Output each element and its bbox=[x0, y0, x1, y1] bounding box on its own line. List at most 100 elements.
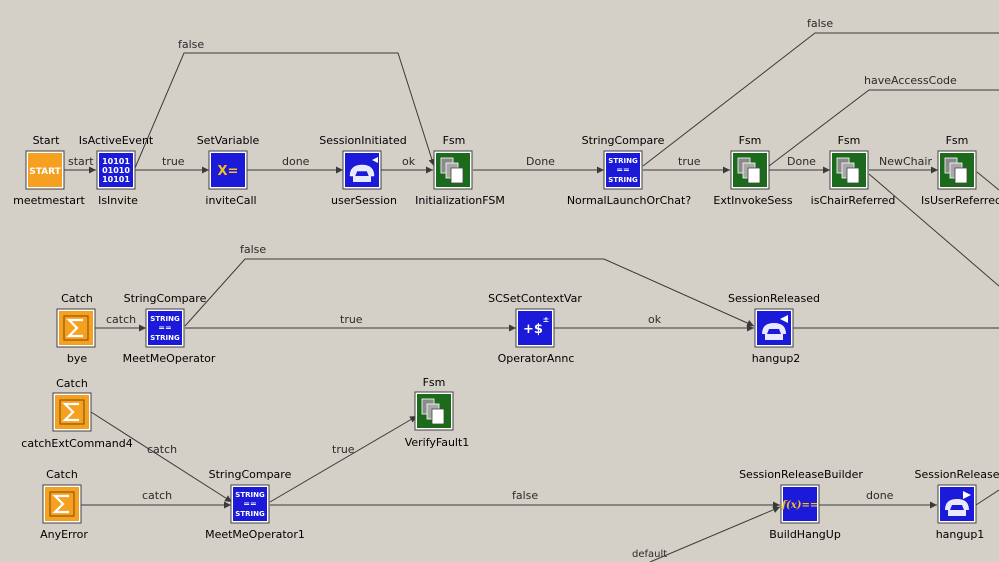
edge-catchext-meetmeoperator1[interactable] bbox=[90, 411, 233, 503]
phone-release-icon bbox=[940, 487, 974, 521]
node-anyerror[interactable]: Catch AnyError bbox=[40, 468, 88, 541]
svg-text:STRING: STRING bbox=[608, 157, 638, 165]
edge-isuser-offscreen[interactable] bbox=[976, 171, 999, 191]
sigma-icon bbox=[45, 487, 79, 521]
edge-meetmeoperator-hangup2[interactable] bbox=[184, 258, 755, 327]
node-type-label: SCSetContextVar bbox=[488, 292, 582, 305]
node-type-label: SessionReleaseBuilder bbox=[739, 468, 863, 481]
node-name-label: MeetMeOperator1 bbox=[205, 528, 305, 541]
svg-text:STRING: STRING bbox=[235, 491, 265, 499]
node-name-label: OperatorAnnc bbox=[498, 352, 575, 365]
fsm-icon bbox=[417, 394, 451, 428]
edge-extinvoke-accesscode[interactable] bbox=[768, 89, 999, 167]
function-icon: f(x)== bbox=[781, 487, 818, 521]
node-type-label: SessionReleased bbox=[728, 292, 820, 305]
edge-label: true bbox=[162, 155, 185, 168]
node-isinvite[interactable]: IsActiveEvent 10101 01010 10101 IsInvite bbox=[79, 134, 154, 207]
fsm-icon bbox=[733, 153, 767, 187]
svg-text:STRING: STRING bbox=[608, 176, 638, 184]
edge-label: done bbox=[282, 155, 310, 168]
edge-isinvite-initfsm[interactable] bbox=[134, 52, 436, 169]
svg-text:STRING: STRING bbox=[235, 510, 265, 518]
edge-label: catch bbox=[142, 489, 172, 502]
binary-icon: 10101 01010 10101 bbox=[99, 153, 133, 187]
fsm-icon bbox=[832, 153, 866, 187]
edge-label: true bbox=[332, 443, 355, 456]
node-initializationfsm[interactable]: Fsm InitializationFSM bbox=[415, 134, 505, 207]
node-name-label: bye bbox=[67, 352, 87, 365]
context-var-icon: +$ ± bbox=[518, 311, 552, 345]
edge-label: true bbox=[678, 155, 701, 168]
edge-label: start bbox=[68, 155, 94, 168]
fsm-icon bbox=[436, 153, 470, 187]
node-type-label: SessionInitiated bbox=[319, 134, 406, 147]
node-buildhangup[interactable]: SessionReleaseBuilder f(x)== BuildHangUp bbox=[739, 468, 863, 541]
edge-hangup1-offscreen[interactable] bbox=[975, 489, 999, 506]
node-meetmestart[interactable]: Start START meetmestart bbox=[13, 134, 85, 207]
node-type-label: Fsm bbox=[739, 134, 762, 147]
node-hangup1[interactable]: SessionRelease hangup1 bbox=[915, 468, 999, 541]
node-type-label: Fsm bbox=[443, 134, 466, 147]
node-type-label: Catch bbox=[56, 377, 88, 390]
svg-text:==: == bbox=[243, 499, 256, 508]
edges: start true false done ok Done true false… bbox=[63, 17, 999, 562]
edge-meetmeoperator1-verifyfault1[interactable] bbox=[269, 415, 418, 503]
edge-label: false bbox=[240, 243, 266, 256]
node-meetmeoperator[interactable]: StringCompare STRING == STRING MeetMeOpe… bbox=[123, 292, 216, 365]
node-catchextcommand4[interactable]: Catch catchExtCommand4 bbox=[21, 377, 132, 450]
edge-label: done bbox=[866, 489, 894, 502]
edge-label: catch bbox=[106, 313, 136, 326]
assign-icon: X= bbox=[211, 153, 245, 187]
node-name-label: AnyError bbox=[40, 528, 88, 541]
svg-text:+$: +$ bbox=[523, 322, 543, 337]
string-compare-icon: STRING == STRING bbox=[148, 311, 182, 345]
node-normallaunchorchat[interactable]: StringCompare STRING == STRING NormalLau… bbox=[567, 134, 692, 207]
string-compare-icon: STRING == STRING bbox=[606, 153, 640, 187]
svg-text:START: START bbox=[29, 167, 61, 177]
edge-ischair-offscreen[interactable] bbox=[868, 173, 999, 287]
node-name-label: inviteCall bbox=[205, 194, 256, 207]
node-name-label: IsUserReferred bbox=[921, 194, 999, 207]
svg-text:f(x)==: f(x)== bbox=[781, 500, 818, 511]
node-type-label: Start bbox=[33, 134, 61, 147]
sigma-icon bbox=[59, 311, 93, 345]
node-name-label: BuildHangUp bbox=[769, 528, 841, 541]
node-name-label: userSession bbox=[331, 194, 397, 207]
edge-label: Done bbox=[526, 155, 555, 168]
edge-normallaunch-false[interactable] bbox=[642, 32, 999, 167]
node-name-label: NormalLaunchOrChat? bbox=[567, 194, 692, 207]
node-hangup2[interactable]: SessionReleased hangup2 bbox=[728, 292, 820, 365]
edge-label: false bbox=[512, 489, 538, 502]
node-isuserreferred[interactable]: Fsm IsUserReferred bbox=[921, 134, 999, 207]
edge-default-buildhangup[interactable] bbox=[649, 506, 781, 562]
sigma-icon bbox=[55, 395, 89, 429]
svg-text:==: == bbox=[616, 165, 629, 174]
edge-label: ok bbox=[648, 313, 662, 326]
edge-label: default bbox=[632, 549, 667, 560]
node-name-label: meetmestart bbox=[13, 194, 85, 207]
node-name-label: catchExtCommand4 bbox=[21, 437, 132, 450]
start-icon: START bbox=[28, 153, 62, 187]
svg-text:==: == bbox=[158, 323, 171, 332]
node-extinvokesess[interactable]: Fsm ExtInvokeSess bbox=[713, 134, 792, 207]
node-meetmeoperator1[interactable]: StringCompare STRING == STRING MeetMeOpe… bbox=[205, 468, 305, 541]
node-type-label: StringCompare bbox=[209, 468, 292, 481]
node-verifyfault1[interactable]: Fsm VerifyFault1 bbox=[405, 376, 470, 449]
string-compare-icon: STRING == STRING bbox=[233, 487, 267, 521]
edge-label: NewChair bbox=[879, 155, 932, 168]
edge-label: true bbox=[340, 313, 363, 326]
node-operatorannc[interactable]: SCSetContextVar +$ ± OperatorAnnc bbox=[488, 292, 582, 365]
svg-text:10101: 10101 bbox=[102, 175, 130, 184]
node-usersession[interactable]: SessionInitiated userSession bbox=[319, 134, 406, 207]
node-ischairreferred[interactable]: Fsm isChairReferred bbox=[811, 134, 896, 207]
node-type-label: SetVariable bbox=[197, 134, 260, 147]
svg-text:STRING: STRING bbox=[150, 334, 180, 342]
edge-label: catch bbox=[147, 443, 177, 456]
node-invitecall[interactable]: SetVariable X= inviteCall bbox=[197, 134, 260, 207]
node-type-label: Fsm bbox=[423, 376, 446, 389]
edge-label: false bbox=[807, 17, 833, 30]
phone-icon bbox=[345, 153, 379, 187]
fsm-icon bbox=[940, 153, 974, 187]
node-bye[interactable]: Catch bye bbox=[56, 292, 96, 365]
